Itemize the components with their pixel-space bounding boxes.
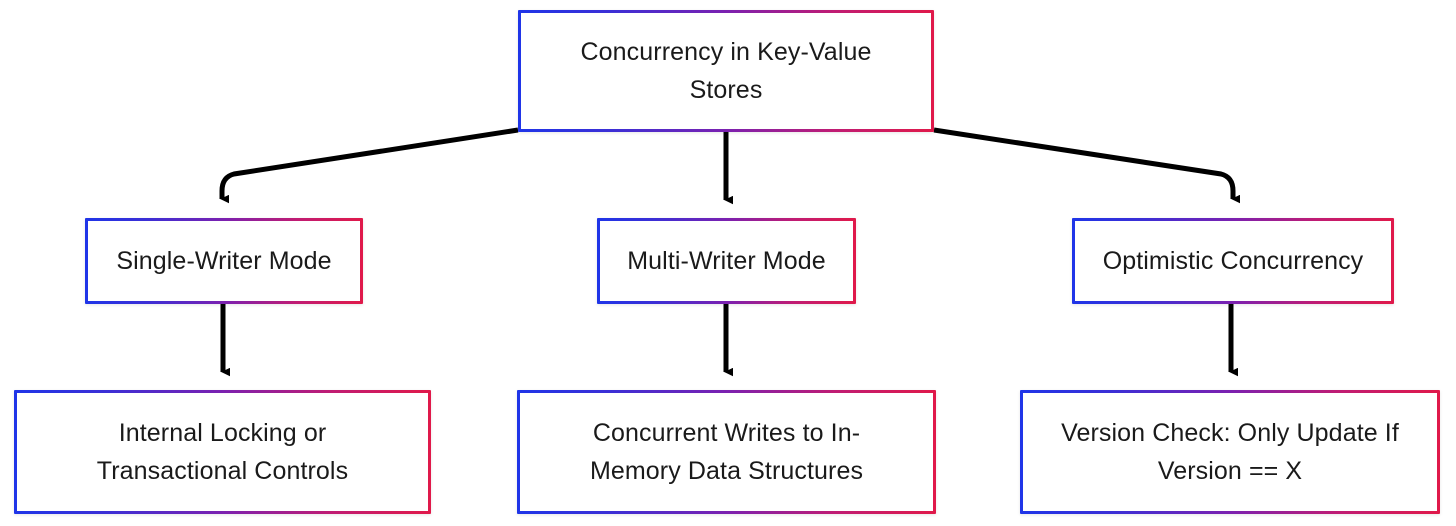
node-concurrency-in-key-value-stores[interactable]: Concurrency in Key-Value Stores [518, 10, 934, 132]
node-label: Optimistic Concurrency [1102, 247, 1364, 275]
edge-root-to-optimistic [933, 127, 1240, 204]
node-internal-locking-or-transactional-controls[interactable]: Internal Locking or Transactional Contro… [14, 390, 431, 514]
node-version-check-only-update-if-version-equals-x[interactable]: Version Check: Only Update If Version ==… [1020, 390, 1440, 514]
node-single-writer-mode[interactable]: Single-Writer Mode [85, 218, 363, 304]
node-label: Single-Writer Mode [116, 247, 332, 275]
node-multi-writer-mode[interactable]: Multi-Writer Mode [597, 218, 856, 304]
node-concurrent-writes-to-in-memory-data-structures[interactable]: Concurrent Writes to In- Memory Data Str… [517, 390, 936, 514]
node-label: Concurrent Writes to In- Memory Data Str… [589, 419, 864, 485]
edge-root-to-single-writer [219, 127, 519, 204]
node-label: Multi-Writer Mode [627, 247, 826, 275]
node-label: Internal Locking or Transactional Contro… [96, 419, 349, 485]
node-optimistic-concurrency[interactable]: Optimistic Concurrency [1072, 218, 1394, 304]
node-label: Version Check: Only Update If Version ==… [1061, 419, 1399, 485]
node-label: Concurrency in Key-Value Stores [580, 38, 872, 104]
